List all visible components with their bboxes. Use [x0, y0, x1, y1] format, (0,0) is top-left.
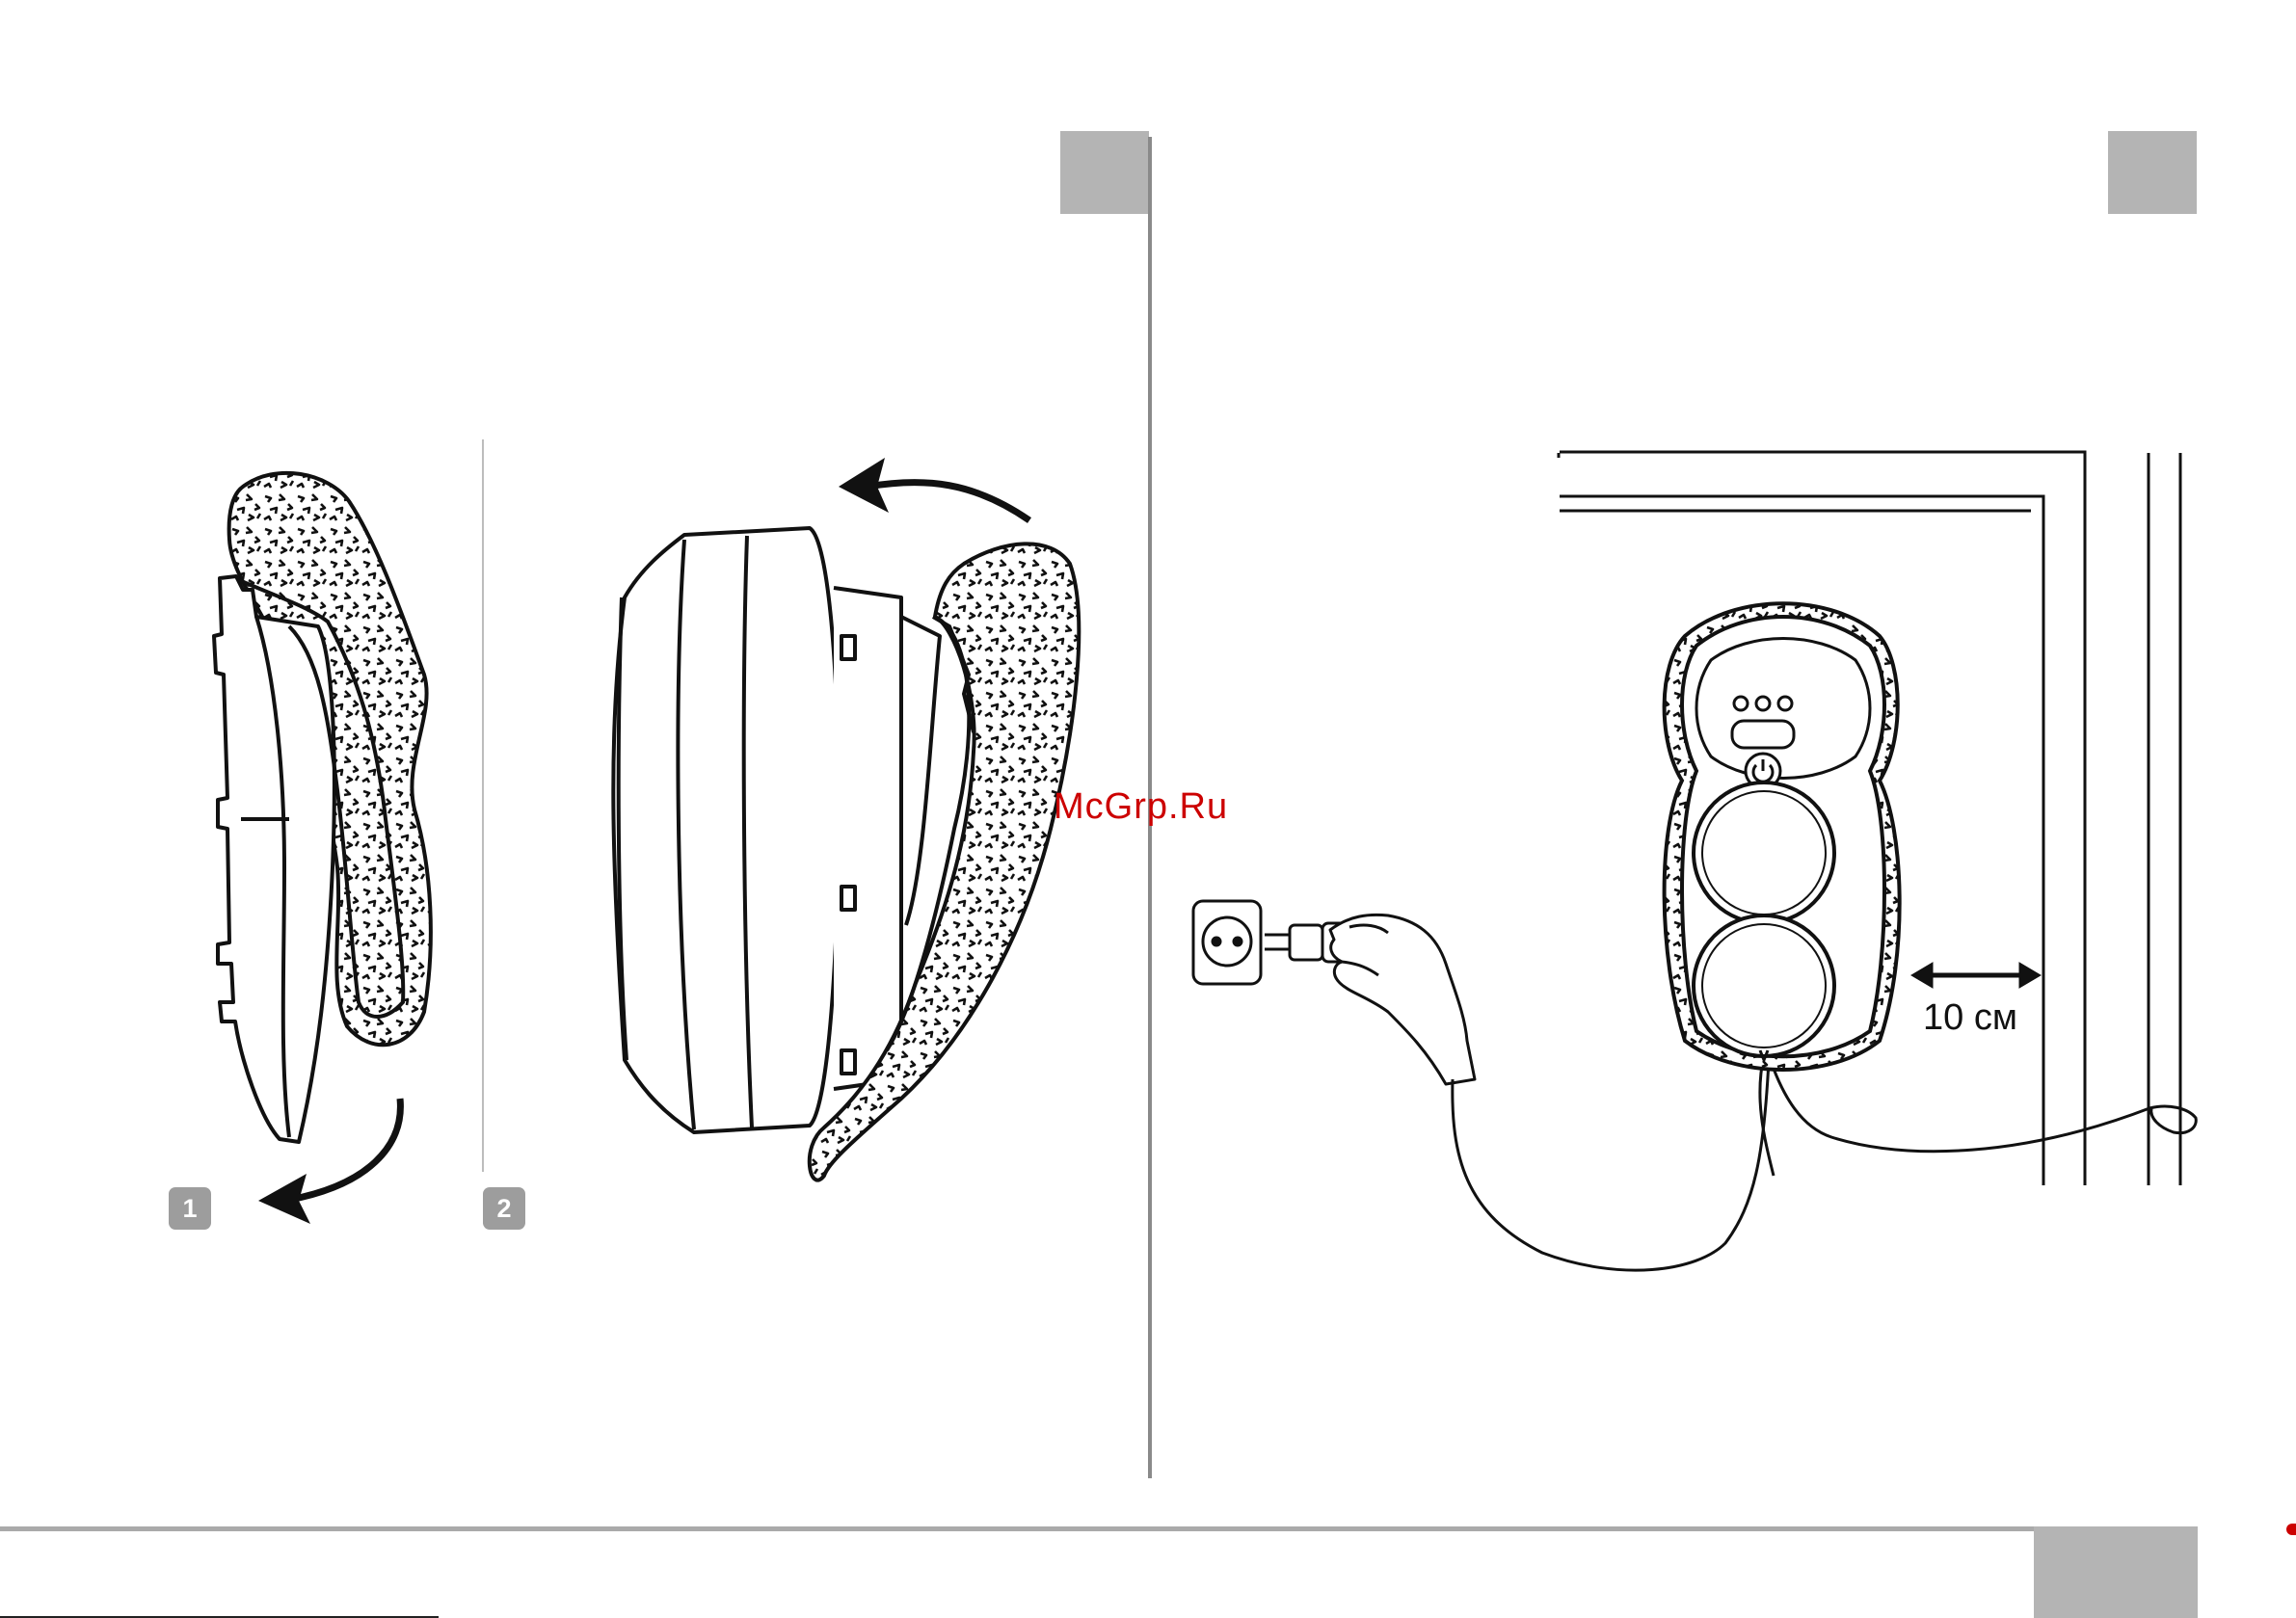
- window-cleaning-robot-icon: [1665, 603, 1900, 1070]
- distance-arrow: [1911, 963, 2041, 988]
- safety-rope-icon: [1760, 1055, 2196, 1176]
- robot-base-icon: [214, 576, 334, 1142]
- edge-mark: [2286, 1524, 2296, 1535]
- power-cord: [1453, 1060, 1769, 1270]
- wall-socket-icon: [1193, 901, 1261, 984]
- watermark: McGrp.Ru: [1054, 786, 1228, 828]
- arrow-icon: [839, 458, 1029, 520]
- distance-label: 10 см: [1923, 997, 2017, 1039]
- hand-icon: [1330, 915, 1475, 1084]
